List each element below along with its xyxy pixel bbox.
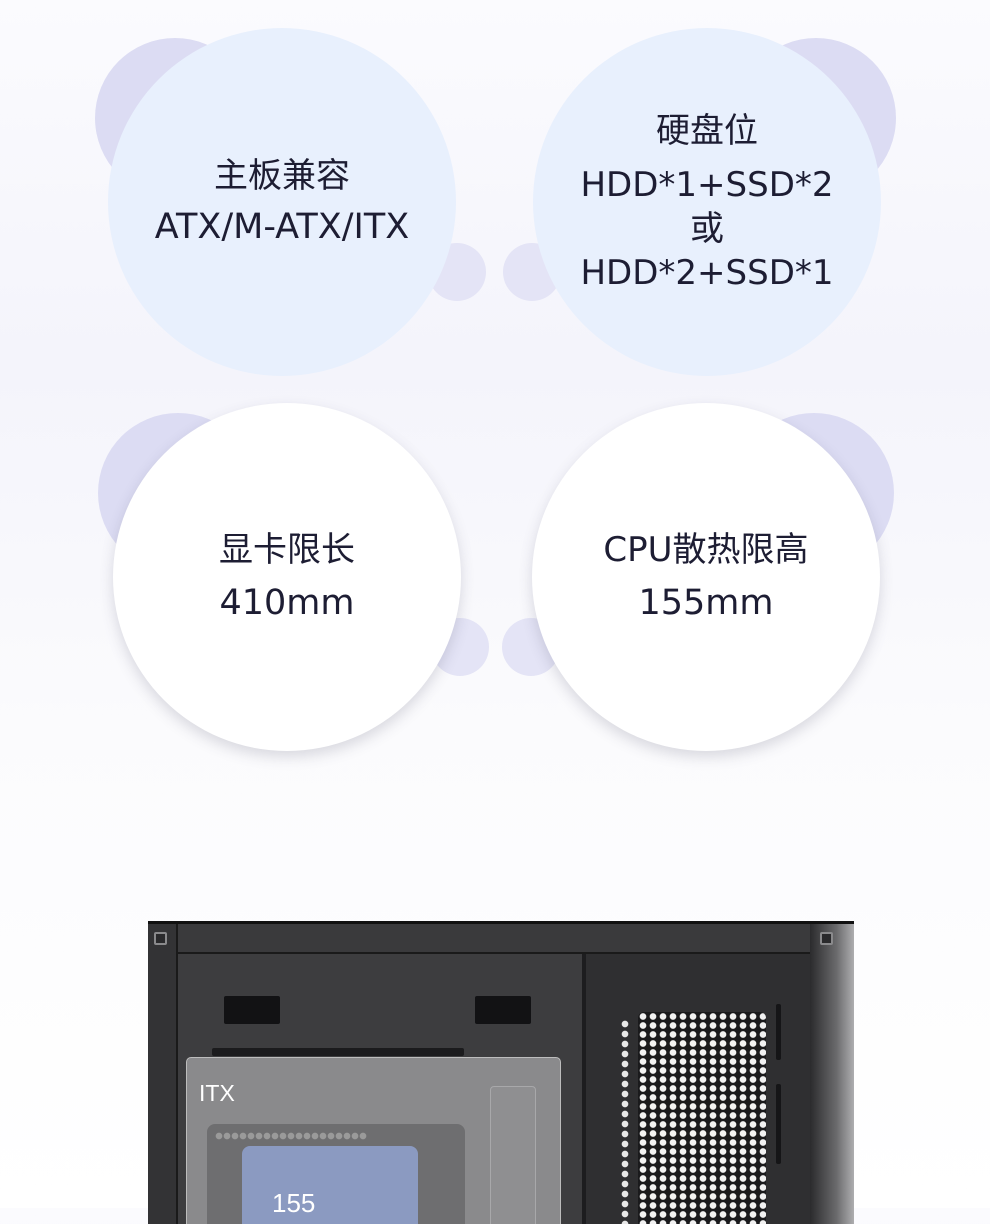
screw-icon	[154, 932, 167, 945]
cpu-cooler-label: 155	[272, 1188, 316, 1218]
cable-tie-bar	[776, 1004, 781, 1060]
spec-motherboard-title: 主板兼容	[214, 156, 350, 196]
spec-gpu-length-value: 410mm	[219, 583, 355, 623]
spec-cpu-cooler-height-value: 155mm	[638, 583, 774, 623]
spec-motherboard: 主板兼容 ATX/M-ATX/ITX	[108, 28, 456, 376]
spec-drive-bays-option1: HDD*1+SSD*2	[580, 165, 834, 205]
case-divider	[582, 954, 586, 1224]
case-left-frame	[148, 924, 178, 1224]
spec-drive-bays-option2: HDD*2+SSD*1	[580, 253, 834, 293]
spec-drive-bays-or: 或	[690, 209, 724, 249]
io-dots	[215, 1130, 367, 1142]
spec-cpu-cooler-height: CPU散热限高 155mm	[532, 403, 880, 751]
case-illustration: ITX 155	[148, 921, 854, 1224]
screw-icon	[820, 932, 833, 945]
spec-drive-bays-title: 硬盘位	[656, 111, 758, 151]
spec-drive-bays: 硬盘位 HDD*1+SSD*2 或 HDD*2+SSD*1	[533, 28, 881, 376]
spec-cpu-cooler-height-title: CPU散热限高	[603, 530, 809, 570]
vent-mesh-strip	[620, 1019, 630, 1224]
itx-label: ITX	[199, 1080, 235, 1106]
spec-gpu-length: 显卡限长 410mm	[113, 403, 461, 751]
cable-cutout	[224, 996, 280, 1024]
case-top-rail	[148, 924, 854, 954]
itx-board-overlay: ITX 155	[186, 1057, 561, 1224]
cable-tie-bar	[776, 1084, 781, 1164]
cable-cutout	[212, 1048, 464, 1056]
case-side-panel	[810, 924, 854, 1224]
spec-gpu-length-title: 显卡限长	[219, 530, 355, 570]
vent-mesh	[638, 1012, 766, 1224]
itx-expansion-bracket	[490, 1086, 536, 1224]
cpu-cooler-highlight: 155	[242, 1146, 418, 1224]
cable-cutout	[475, 996, 531, 1024]
spec-motherboard-value: ATX/M-ATX/ITX	[154, 207, 410, 247]
